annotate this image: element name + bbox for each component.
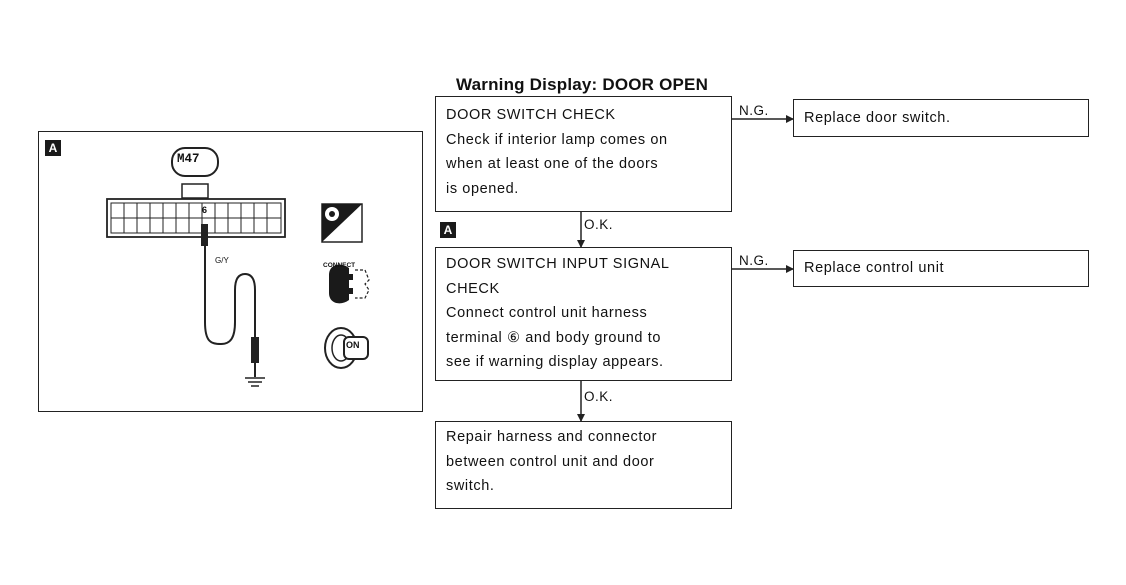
step-line: when at least one of the doors	[446, 156, 659, 172]
replace-control-unit-box: Replace control unit	[793, 250, 1089, 287]
ground-symbol-icon	[245, 377, 265, 387]
panel-badge: A	[45, 140, 61, 156]
step-line: Repair harness and connector	[446, 429, 658, 445]
connector-tab	[181, 183, 209, 199]
step-line: Check if interior lamp comes on	[446, 131, 668, 148]
ng-label: N.G.	[739, 253, 769, 268]
connector-cells	[110, 202, 282, 234]
step-line: terminal ⑥ and body ground to	[446, 329, 661, 346]
tester-icon-letter: H	[339, 226, 345, 233]
step-line: is opened.	[446, 180, 519, 197]
wire-color-label: G/Y	[215, 256, 229, 265]
ignition-key-icon	[324, 327, 369, 369]
result-text: Replace door switch.	[804, 110, 951, 126]
ground-probe	[251, 337, 259, 363]
figure-ref-badge: A	[440, 222, 456, 238]
step-line: DOOR SWITCH CHECK	[446, 107, 616, 123]
connector-diagram	[106, 147, 370, 387]
step-line: Connect control unit harness	[446, 305, 648, 321]
ok-label: O.K.	[584, 217, 614, 232]
input-signal-check-box: DOOR SWITCH INPUT SIGNAL CHECK Connect c…	[435, 247, 732, 381]
connector-figure-panel: A	[38, 131, 423, 412]
step-line: switch.	[446, 478, 495, 494]
probe-tip	[201, 224, 208, 246]
ok-label: O.K.	[584, 389, 614, 404]
door-switch-check-box: DOOR SWITCH CHECK Check if interior lamp…	[435, 96, 732, 212]
ng-label: N.G.	[739, 103, 769, 118]
connect-icon	[329, 264, 370, 304]
terminal-number: 6	[202, 205, 208, 215]
diagram-title: Warning Display: DOOR OPEN	[456, 75, 709, 94]
tester-icon	[321, 203, 363, 243]
step-line: between control unit and door	[446, 453, 655, 470]
repair-harness-box: Repair harness and connector between con…	[435, 421, 732, 509]
test-wire	[204, 244, 256, 346]
ignition-on-label: ON	[346, 340, 360, 350]
connector-id-bubble	[171, 147, 219, 177]
connect-label: CONNECT	[323, 262, 356, 269]
result-text: Replace control unit	[804, 260, 945, 276]
step-line: see if warning display appears.	[446, 354, 664, 370]
connector-id-label: M47	[177, 152, 200, 166]
step-line: DOOR SWITCH INPUT SIGNAL	[446, 256, 670, 272]
step-line: CHECK	[446, 280, 500, 297]
